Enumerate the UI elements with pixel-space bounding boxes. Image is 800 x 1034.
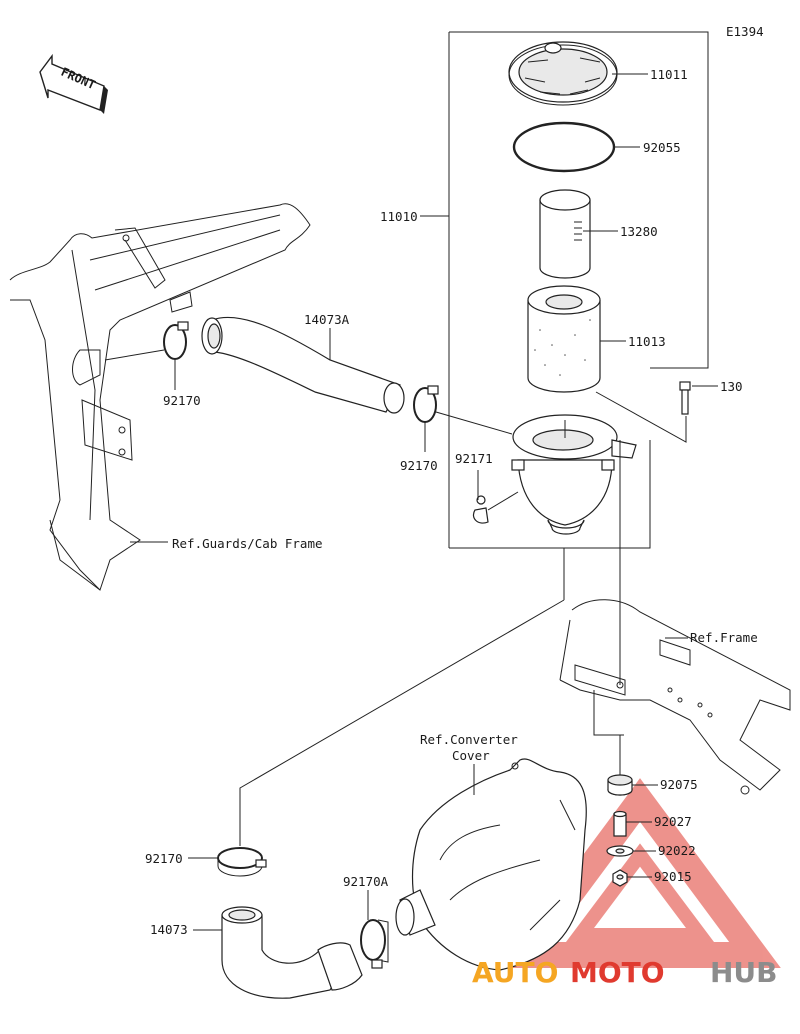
assembly-bracket: [420, 31, 709, 549]
air-cleaner-housing: [511, 414, 637, 535]
label-ref-converter-cover: Cover: [452, 748, 490, 763]
part-130-bolt: [679, 381, 691, 415]
label-92055: 92055: [643, 140, 681, 155]
part-92055-oring: [512, 121, 616, 173]
label-92075: 92075: [660, 777, 698, 792]
front-arrow-icon: FRONT: [39, 53, 108, 114]
converter-cover: [395, 758, 587, 971]
frame: [559, 599, 791, 795]
part-14073-hose: [221, 906, 363, 999]
label-11010: 11010: [380, 209, 418, 224]
label-14073A: 14073A: [304, 312, 350, 327]
part-92170-clamp-left: [163, 321, 189, 360]
part-92027-collar: [613, 810, 627, 837]
part-92022-washer: [606, 845, 634, 857]
label-92170A: 92170A: [343, 874, 389, 889]
label-13280: 13280: [620, 224, 658, 239]
part-92075-grommet: [607, 774, 633, 796]
part-92170-clamp-right: [413, 385, 439, 423]
watermark-moto: MOTO: [570, 956, 665, 989]
part-13280-element: [539, 189, 591, 279]
label-ref-guards: Ref.Guards/Cab Frame: [172, 536, 323, 551]
part-92170-clamp-lower: [217, 847, 267, 877]
diagram-code: E1394: [726, 24, 764, 39]
label-14073: 14073: [150, 922, 188, 937]
label-92171: 92171: [455, 451, 493, 466]
part-14073A-duct: [201, 316, 405, 414]
label-92022: 92022: [658, 843, 696, 858]
watermark-logo: AUTO MOTO HUB: [472, 956, 778, 989]
label-ref-frame: Ref.Frame: [690, 630, 758, 645]
part-92171-clip: [472, 495, 489, 524]
watermark-triangle: [499, 778, 781, 968]
guards-cab-frame: [9, 203, 311, 591]
part-92170A-clamp: [360, 919, 389, 969]
label-ref-converter: Ref.Converter: [420, 732, 518, 747]
label-92027: 92027: [654, 814, 692, 829]
part-92015-nut: [612, 869, 628, 887]
label-92170-a: 92170: [163, 393, 201, 408]
part-11013-filter: [527, 285, 601, 393]
part-11011-cover: [508, 41, 618, 106]
label-130: 130: [720, 379, 743, 394]
label-11011: 11011: [650, 67, 688, 82]
label-92170-b: 92170: [400, 458, 438, 473]
watermark-auto: AUTO: [472, 956, 558, 989]
label-92170-c: 92170: [145, 851, 183, 866]
label-92015: 92015: [654, 869, 692, 884]
label-11013: 11013: [628, 334, 666, 349]
watermark-hub: HUB: [710, 956, 778, 989]
